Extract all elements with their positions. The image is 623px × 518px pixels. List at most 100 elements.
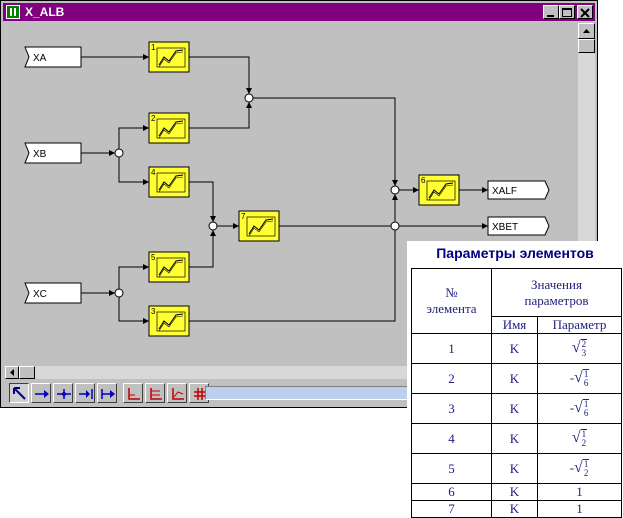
- param-value: 1: [576, 484, 583, 499]
- branch-point-icon: [57, 389, 71, 399]
- input-port-label: XA: [33, 53, 47, 64]
- plot-axes-icon: [128, 388, 140, 400]
- plot-curve-icon: [172, 388, 184, 400]
- junction[interactable]: [208, 221, 218, 231]
- denominator: 2: [581, 438, 587, 448]
- header-parameter-values: Значения параметров: [491, 268, 622, 317]
- numerator: 1: [583, 369, 589, 379]
- plot-curve-button[interactable]: [167, 383, 187, 403]
- block-2[interactable]: 2: [148, 112, 190, 144]
- element-number: 3: [411, 393, 492, 424]
- element-param: 1: [537, 483, 622, 501]
- numerator: 2: [581, 339, 587, 349]
- block-number: 5: [151, 253, 156, 262]
- sqrt-sign: √: [571, 338, 581, 356]
- denominator: 2: [583, 468, 589, 478]
- header-name: Имя: [491, 316, 538, 334]
- scroll-thumb[interactable]: [578, 39, 595, 53]
- plot-multi-button[interactable]: [145, 383, 165, 403]
- param-sign: -: [569, 399, 575, 415]
- junction[interactable]: [390, 185, 400, 195]
- denominator: 6: [583, 378, 589, 388]
- block-7[interactable]: 7: [238, 210, 280, 242]
- sqrt-sign: √: [574, 368, 583, 386]
- scroll-up-button[interactable]: [578, 23, 595, 39]
- output-port-label: XBET: [492, 222, 518, 233]
- input-port-label: XC: [33, 289, 47, 300]
- element-number: 1: [411, 333, 492, 364]
- header-param: Параметр: [537, 316, 622, 334]
- output-port-icon: [101, 389, 115, 399]
- block-number: 3: [151, 307, 156, 316]
- block-4[interactable]: 4: [148, 166, 190, 198]
- table-header-row: № элемента Значения параметров: [411, 268, 622, 334]
- minimize-icon: [547, 15, 554, 17]
- numerator: 1: [583, 459, 589, 469]
- close-icon: [580, 8, 590, 18]
- block-number: 7: [241, 212, 246, 221]
- element-name: K: [491, 453, 538, 484]
- input-port-xa[interactable]: XA: [24, 46, 82, 68]
- block-6[interactable]: 6: [418, 174, 460, 206]
- block-number: 4: [151, 168, 156, 177]
- numerator: 1: [581, 429, 587, 439]
- block-5[interactable]: 5: [148, 251, 190, 283]
- parameters-title: Параметры элементов: [436, 245, 594, 261]
- branch-tool-button[interactable]: [53, 383, 73, 403]
- element-name: K: [491, 423, 538, 454]
- element-name: K: [491, 500, 538, 518]
- input-port-label: XB: [33, 149, 47, 160]
- select-tool-button[interactable]: [9, 383, 29, 403]
- input-port-tool-button[interactable]: [75, 383, 95, 403]
- block-3[interactable]: 3: [148, 305, 190, 337]
- connect-tool-button[interactable]: [31, 383, 51, 403]
- arrow-up-icon: [583, 29, 590, 33]
- element-number: 6: [411, 483, 492, 501]
- param-sign: -: [569, 459, 575, 475]
- arrow-left-icon: [10, 369, 14, 376]
- scroll-left-button[interactable]: [5, 366, 19, 379]
- input-port-xc[interactable]: XC: [24, 282, 82, 304]
- element-name: K: [491, 363, 538, 394]
- output-port-tool-button[interactable]: [97, 383, 117, 403]
- junction[interactable]: [244, 93, 254, 103]
- numerator: 1: [583, 399, 589, 409]
- editor-window: X_ALB: [0, 0, 598, 408]
- output-port-xalf[interactable]: XALF: [487, 180, 550, 200]
- output-port-label: XALF: [492, 186, 517, 197]
- minimize-button[interactable]: [543, 5, 559, 19]
- element-number: 2: [411, 363, 492, 394]
- maximize-icon: [562, 8, 572, 17]
- block-number: 1: [151, 43, 156, 52]
- denominator: 6: [583, 408, 589, 418]
- element-number: 7: [411, 500, 492, 518]
- element-number: 5: [411, 453, 492, 484]
- input-port-xb[interactable]: XB: [24, 142, 82, 164]
- block-1[interactable]: 1: [148, 41, 190, 73]
- plot-axes-button[interactable]: [123, 383, 143, 403]
- parameters-panel: Параметры элементов № элемента Значения …: [407, 241, 623, 518]
- app-icon[interactable]: [6, 5, 20, 19]
- scroll-thumb[interactable]: [19, 366, 35, 379]
- diagram-canvas[interactable]: XA XB XC XALF XBET 1: [5, 23, 577, 365]
- junction[interactable]: [114, 288, 124, 298]
- close-button[interactable]: [577, 5, 593, 19]
- maximize-button[interactable]: [559, 5, 575, 19]
- output-port-xbet[interactable]: XBET: [487, 216, 550, 236]
- block-number: 6: [421, 176, 426, 185]
- junction[interactable]: [390, 221, 400, 231]
- title-bar[interactable]: X_ALB: [3, 3, 595, 21]
- junction[interactable]: [114, 148, 124, 158]
